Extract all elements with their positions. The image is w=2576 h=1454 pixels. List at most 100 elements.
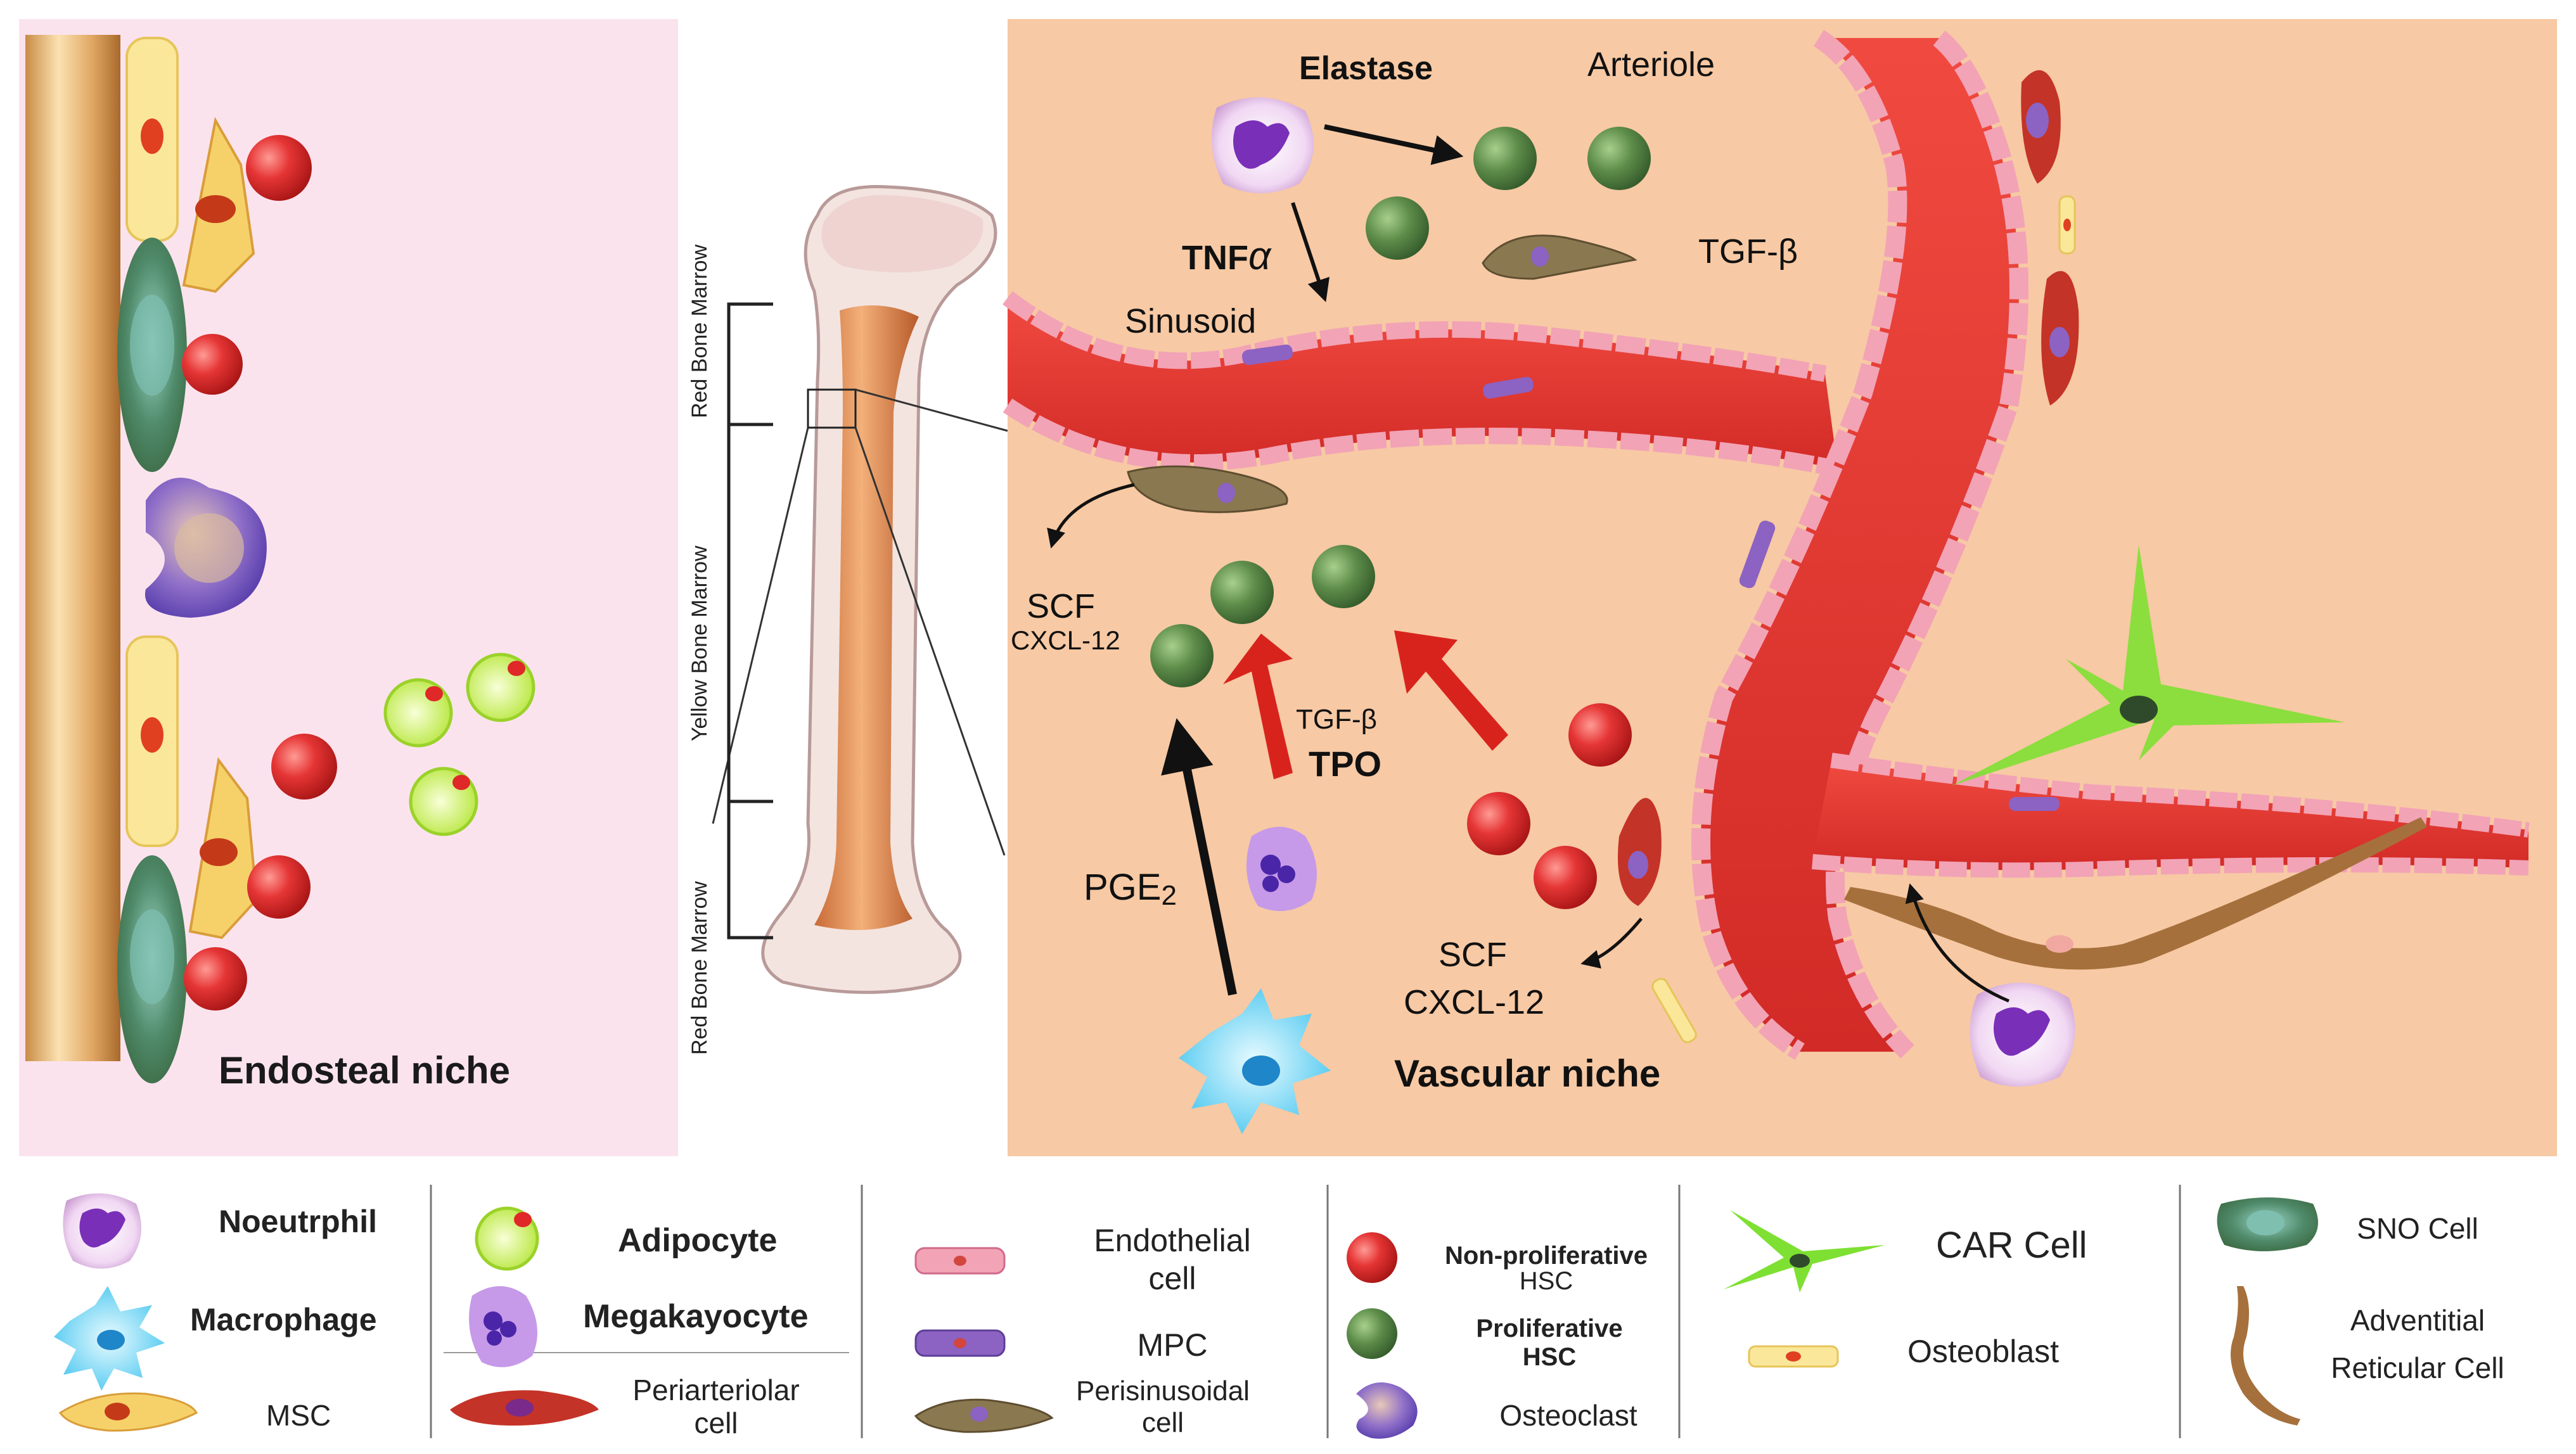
nonproliferative-hsc [247, 855, 311, 919]
sinusoid-vessel [1008, 298, 1838, 469]
legend-prolif-label-2: HSC [1523, 1343, 1576, 1371]
arteriole-wall-right [1826, 30, 2028, 1059]
tpo-label: TPO [1309, 744, 1381, 784]
legend-icon-msc [58, 1392, 198, 1432]
legend-endothelial-label-2: cell [1148, 1261, 1196, 1296]
mpc-cell [1739, 520, 1776, 589]
legend-osteoblast-label: Osteoblast [1907, 1334, 2059, 1369]
legend-endothelial-label-1: Endothelial [1094, 1223, 1250, 1258]
legend-icon-periarteriolar [450, 1390, 599, 1426]
adventitial-nucleus [2046, 935, 2073, 953]
bone-marrow-shaft [814, 305, 919, 930]
tnf-text: TNF [1182, 239, 1248, 277]
legend-icon-osteoblast [1748, 1345, 1839, 1368]
pge-text: PGE [1084, 867, 1162, 908]
proliferative-hsc [1587, 127, 1651, 190]
nonproliferative-hsc [246, 135, 312, 201]
vascular-niche-label: Vascular niche [1394, 1052, 1660, 1095]
legend-icon-nonproliferative-hsc [1347, 1232, 1397, 1283]
legend-icon-osteoclast [1356, 1382, 1418, 1439]
cxcl12-left-label: CXCL-12 [1011, 625, 1120, 655]
arrow-tnf-to-sinusoid [1291, 202, 1330, 302]
neutrophil [1212, 97, 1314, 193]
adipocyte [466, 653, 535, 722]
red-bone-marrow-top-label: Red Bone Marrow [688, 245, 712, 418]
arrow-neutrophil-to-adventitial [1905, 883, 2009, 1003]
tgf-beta-mid-label: TGF-β [1296, 704, 1377, 735]
legend-prolif-label-1: Proliferative [1476, 1315, 1622, 1342]
legend-icon-macrophage [54, 1286, 165, 1391]
nonproliferative-hsc [182, 334, 243, 395]
legend-periarteriolar-label-1: Periarteriolar [632, 1374, 799, 1406]
osteoblast-cell [1651, 978, 1697, 1043]
branch-wall-top [1830, 753, 2530, 838]
periarteriolar-cell [1618, 798, 1662, 906]
arrow-red-tgf-tpo [1223, 634, 1293, 779]
legend-car-label: CAR Cell [1936, 1225, 2087, 1266]
legend-icon-sno [2217, 1197, 2318, 1251]
arrow-pge2 [1161, 718, 1237, 996]
osteoblast-cell [125, 635, 179, 847]
mpc-cell [1242, 344, 1293, 366]
legend-icon-perisinusoidal [914, 1398, 1054, 1433]
arrow-elastase-to-hsc [1324, 124, 1464, 165]
legend-adventitial-label-2: Reticular Cell [2331, 1351, 2504, 1384]
red-bone-marrow-bottom-label: Red Bone Marrow [688, 881, 712, 1055]
msc-cell [182, 117, 255, 293]
sno-cell [117, 238, 187, 472]
sinusoid-wall-top [1003, 291, 1827, 382]
macrophage [1179, 988, 1331, 1134]
legend-icon-car [1724, 1210, 1885, 1292]
legend-macrophage-label: Macrophage [190, 1302, 377, 1337]
branch-wall-bottom [1812, 854, 2529, 878]
arteriole-wall-left [1691, 30, 1907, 1060]
legend-icon-adipocyte [475, 1206, 539, 1271]
sno-cell [117, 855, 187, 1083]
elastase-label: Elastase [1299, 50, 1433, 87]
scf-left-label: SCF [1027, 587, 1095, 625]
proliferative-hsc [1473, 127, 1537, 190]
perisinusoidal-cell [1127, 465, 1288, 513]
zoom-line [854, 427, 1006, 856]
nonproliferative-hsc [271, 734, 337, 800]
endosteal-panel: Endosteal niche [19, 19, 678, 1156]
legend-adipocyte-label: Adipocyte [618, 1222, 777, 1259]
adventitial-reticular-cell [1844, 817, 2427, 970]
sinusoid-label: Sinusoid [1125, 302, 1256, 340]
legend-perisinusoidal-label-2: cell [1142, 1407, 1184, 1438]
legend-megakaryocyte-label: Megakayocyte [583, 1298, 809, 1335]
pge2-label: PGE2 [1084, 867, 1177, 911]
scf-right-label: SCF [1439, 936, 1507, 974]
arrow-perisinusoidal-scf [1047, 483, 1135, 549]
bone-epiphysis-top [821, 195, 984, 272]
legend-icon-megakaryocyte [469, 1286, 537, 1367]
osteoblast-cell [2058, 195, 2076, 255]
nonproliferative-hsc [1534, 846, 1597, 909]
legend-adventitial-label-1: Adventitial [2350, 1304, 2485, 1337]
cxcl12-right-label: CXCL-12 [1404, 983, 1544, 1021]
tnf-label: TNFα [1182, 234, 1272, 278]
car-cell [1952, 545, 2345, 786]
legend-perisinusoidal-label-1: Perisinusoidal [1076, 1375, 1250, 1406]
bone-surface [25, 35, 120, 1061]
legend-icon-adventitial [2231, 1286, 2300, 1425]
sinusoid-wall-bottom [1003, 399, 1840, 477]
endosteal-niche-label: Endosteal niche [219, 1049, 510, 1092]
legend: Noeutrphil Macrophage MSC Adipocyte Mega… [0, 1159, 2576, 1454]
osteoblast-cell [125, 37, 179, 242]
vascular-panel: Elastase Arteriole TNFα TGF-β Sinusoid S… [1003, 19, 2557, 1156]
neutrophil [1970, 983, 2075, 1087]
periarteriolar-cell [2021, 70, 2061, 184]
bracket-red-top [727, 302, 773, 426]
yellow-bone-marrow-label: Yellow Bone Marrow [688, 545, 712, 741]
legend-icon-proliferative-hsc [1347, 1308, 1397, 1359]
legend-sno-label: SNO Cell [2357, 1212, 2478, 1245]
pge-subscript: 2 [1162, 880, 1177, 911]
legend-icon-endothelial [914, 1247, 1006, 1275]
perisinusoidal-cell [1482, 234, 1637, 280]
long-bone-illustration: Red Bone Marrow Yellow Bone Marrow Red B… [688, 185, 1008, 1055]
mpc-cell [1483, 376, 1534, 399]
tnf-symbol: α [1248, 234, 1272, 278]
proliferative-hsc [1312, 545, 1375, 608]
megakaryocyte [1246, 827, 1317, 911]
